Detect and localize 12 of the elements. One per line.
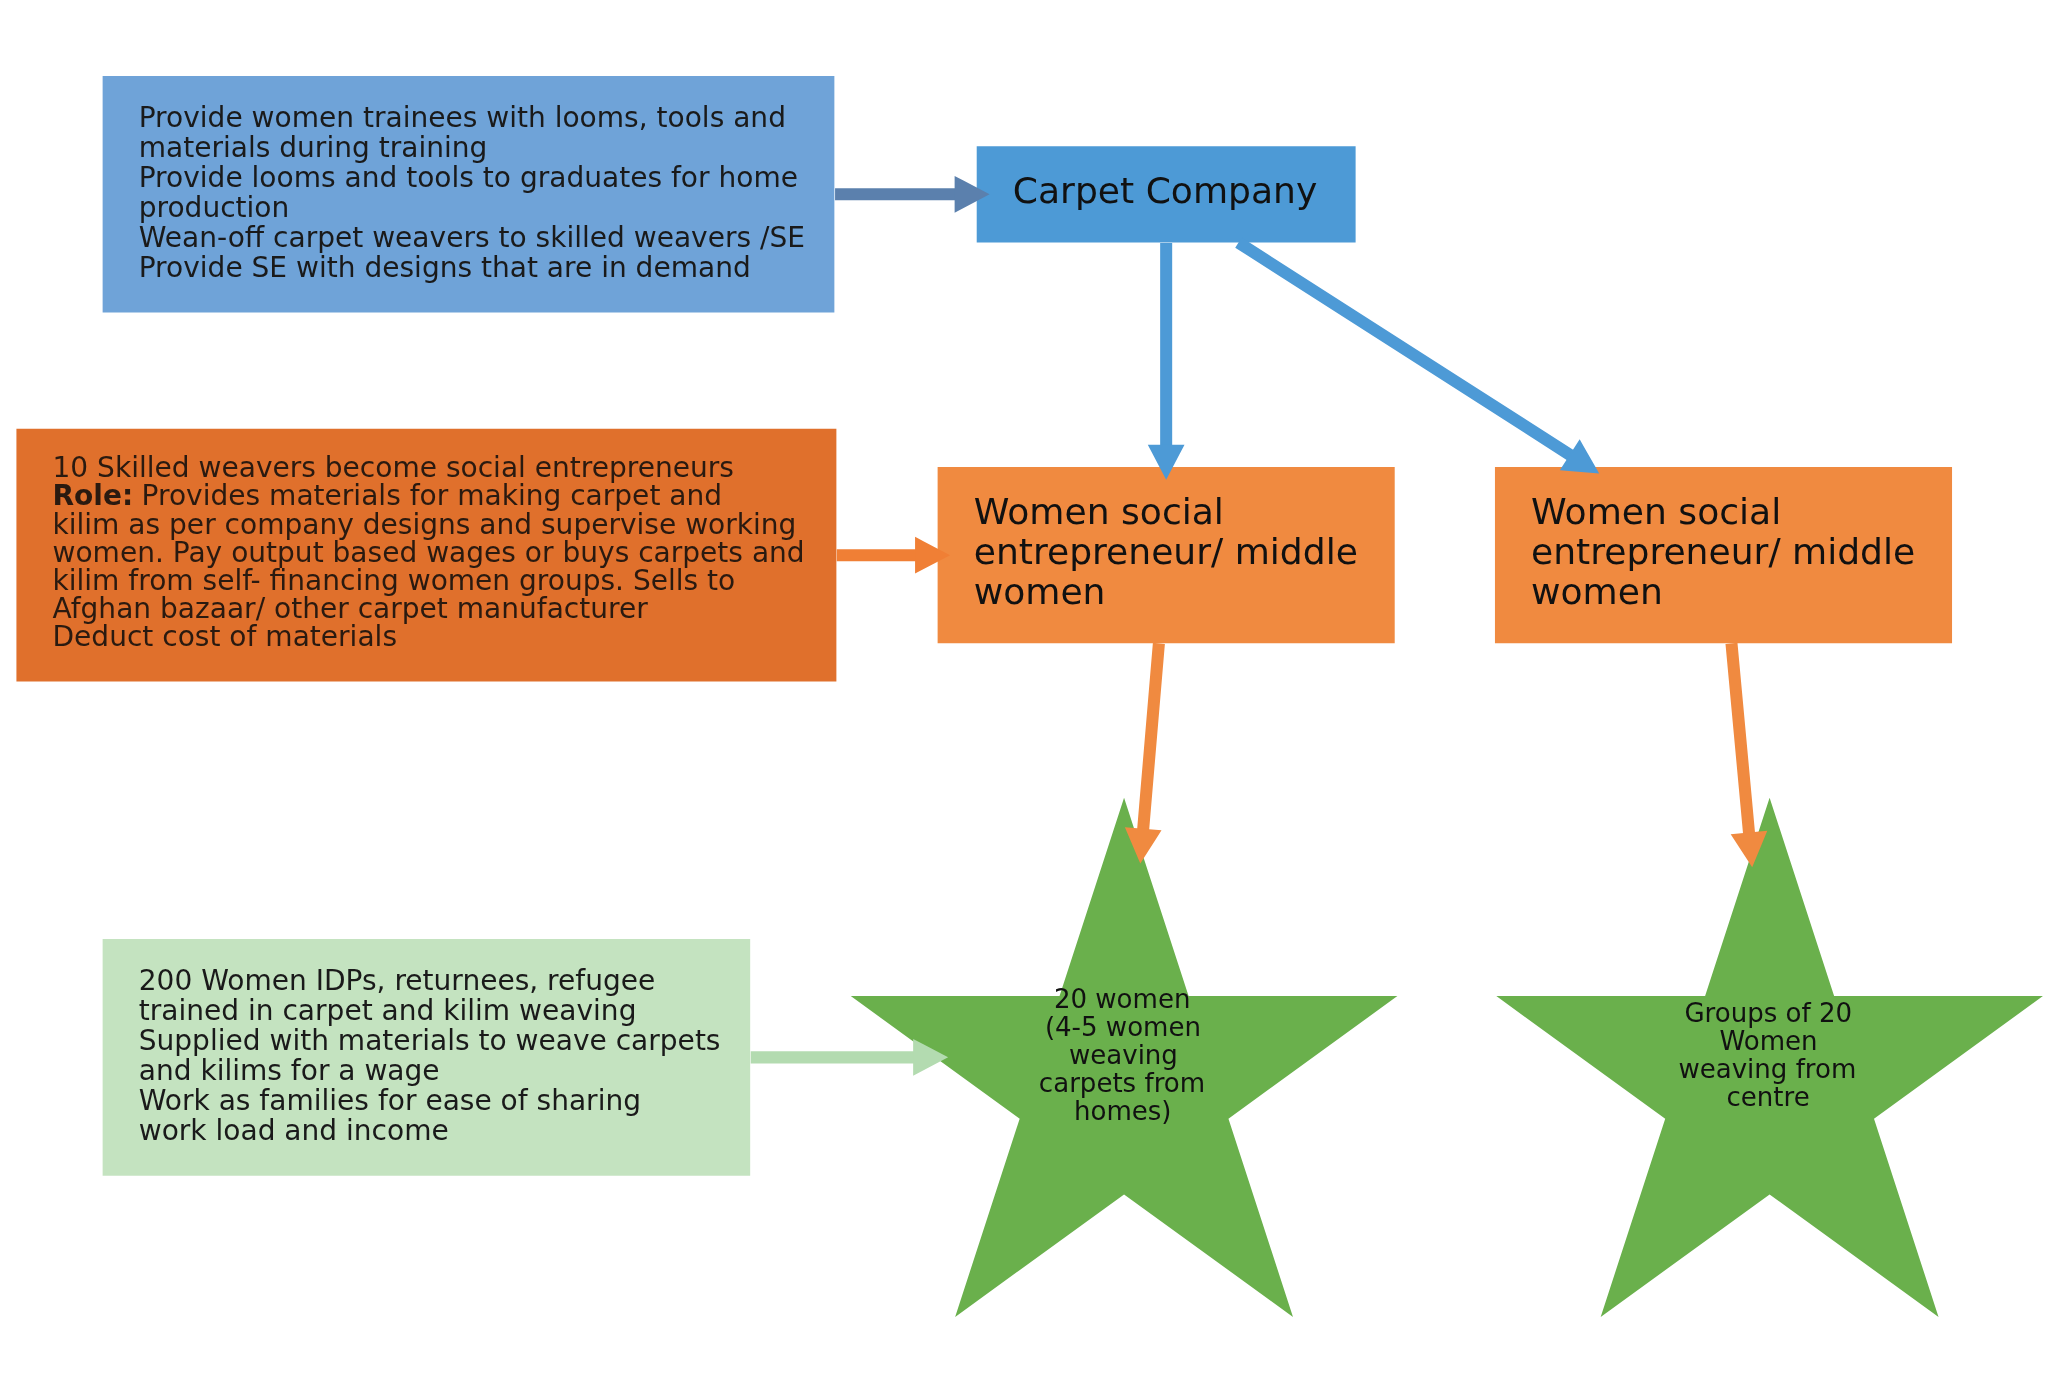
node-box: Women social entrepreneur/ middle women [1494, 466, 1953, 643]
arrow [1147, 242, 1185, 480]
node-box: Women social entrepreneur/ middle women [937, 466, 1395, 643]
node-box: Carpet Company [976, 145, 1356, 242]
node-box: 200 Women IDPs, returnees, refugee trained in carpet and kilim weaving Supplied with materials to weave carpets and kilims for a wage Work as families for ease of sharing work load and income [102, 938, 751, 1176]
arrow [1124, 642, 1165, 864]
node-box: 10 Skilled weavers become social entrepreneurs Role: Provides materials for making carpet and kilim as per company designs and supervise working women. Pay output based wages or buys carpets and kilim from self- financing women groups. Sells to Afghan bazaar/ other carpet manufacturer Deduct cost of materials [16, 428, 837, 681]
arrow [750, 1038, 949, 1076]
arrow [835, 175, 990, 213]
node-box: Provide women trainees with looms, tools and materials during training Provide looms and tools to graduates for home production Wean-off carpet weavers to skilled weavers /SE Provide SE with designs that are in demand [102, 75, 835, 313]
arrow [836, 536, 951, 574]
arrow [1725, 642, 1768, 867]
